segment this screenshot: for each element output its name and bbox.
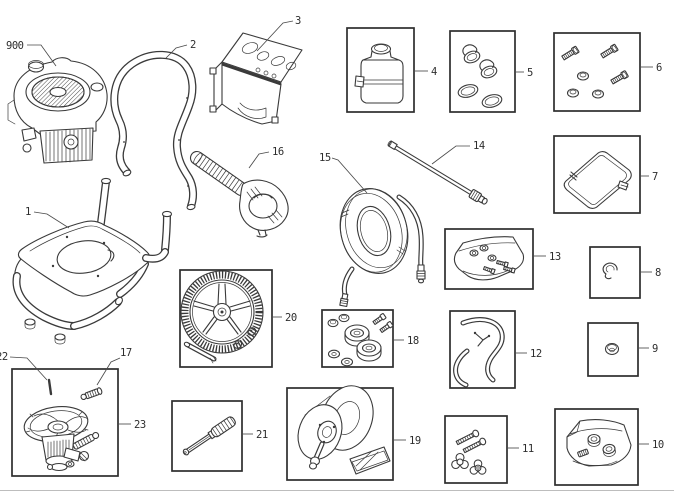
part-17-label: 17 (120, 347, 132, 359)
spray-wand-illustration (387, 140, 488, 205)
part-15-leader (331, 157, 368, 194)
wheel-kit-illustration (180, 270, 264, 364)
part-13-label: 13 (549, 251, 561, 263)
engine-illustration (7, 57, 108, 164)
part-900-leader (27, 44, 57, 67)
spray-gun-illustration (189, 150, 289, 238)
part-22-leader (9, 356, 48, 381)
high-pressure-hose-illustration (339, 188, 426, 308)
part-17-leader (96, 357, 121, 386)
engine-mount-bracket-illustration (209, 32, 303, 125)
part-3-label: 3 (295, 15, 301, 27)
shaft-key-illustration (47, 378, 53, 396)
part-5-label: 5 (527, 67, 533, 79)
bolt-nut-kit-illustration (561, 43, 629, 99)
part-22-label: 22 (0, 351, 8, 363)
cap-oring-kit-illustration (457, 44, 503, 108)
part-10-label: 10 (652, 439, 664, 451)
outlet-fitting-illustration (80, 387, 103, 401)
part-15-label: 15 (319, 152, 331, 164)
part-16-label: 16 (272, 146, 284, 158)
retainer-clip-illustration (602, 262, 618, 280)
part-14-leader (431, 145, 470, 165)
part-20-label: 20 (285, 312, 297, 324)
part-9-label: 9 (652, 343, 658, 355)
part-21-label: 21 (256, 429, 268, 441)
part-11-label: 11 (522, 443, 534, 455)
bolt-knob-kit-illustration (451, 429, 487, 475)
part-19-label: 19 (409, 435, 421, 447)
part-8-label: 8 (655, 267, 661, 279)
part-14-label: 14 (473, 140, 485, 152)
fitting-bag-illustration (566, 419, 632, 467)
part-8-box (589, 246, 641, 299)
cart-base-illustration (12, 177, 173, 345)
part-12-box (449, 310, 516, 389)
part-7-label: 7 (652, 171, 658, 183)
hardware-bag-illustration (453, 236, 525, 281)
part-2-leader (165, 44, 188, 59)
part-2-label: 2 (190, 39, 196, 51)
part-6-label: 6 (656, 62, 662, 74)
pump-assembly-illustration (23, 406, 100, 472)
part-16-leader (248, 151, 270, 169)
panel-kit-illustration (563, 151, 632, 209)
part-12-label: 12 (530, 348, 542, 360)
part-23-label: 23 (134, 419, 146, 431)
part-4-label: 4 (431, 66, 437, 78)
grommet-illustration (604, 342, 620, 356)
handle-illustration (110, 50, 198, 211)
nozzle-extension-illustration (182, 416, 236, 456)
hose-reel-illustration (297, 385, 391, 475)
bearing-kit-illustration (327, 313, 394, 367)
part-900-label: 900 (6, 40, 24, 52)
part-1-label: 1 (25, 206, 31, 218)
part-1-leader (33, 211, 70, 229)
part-6-box (553, 32, 641, 112)
detergent-tank-illustration (354, 43, 404, 104)
chemical-hose-kit-illustration (453, 317, 505, 388)
part-3-leader (256, 20, 294, 52)
part-18-label: 18 (407, 335, 419, 347)
